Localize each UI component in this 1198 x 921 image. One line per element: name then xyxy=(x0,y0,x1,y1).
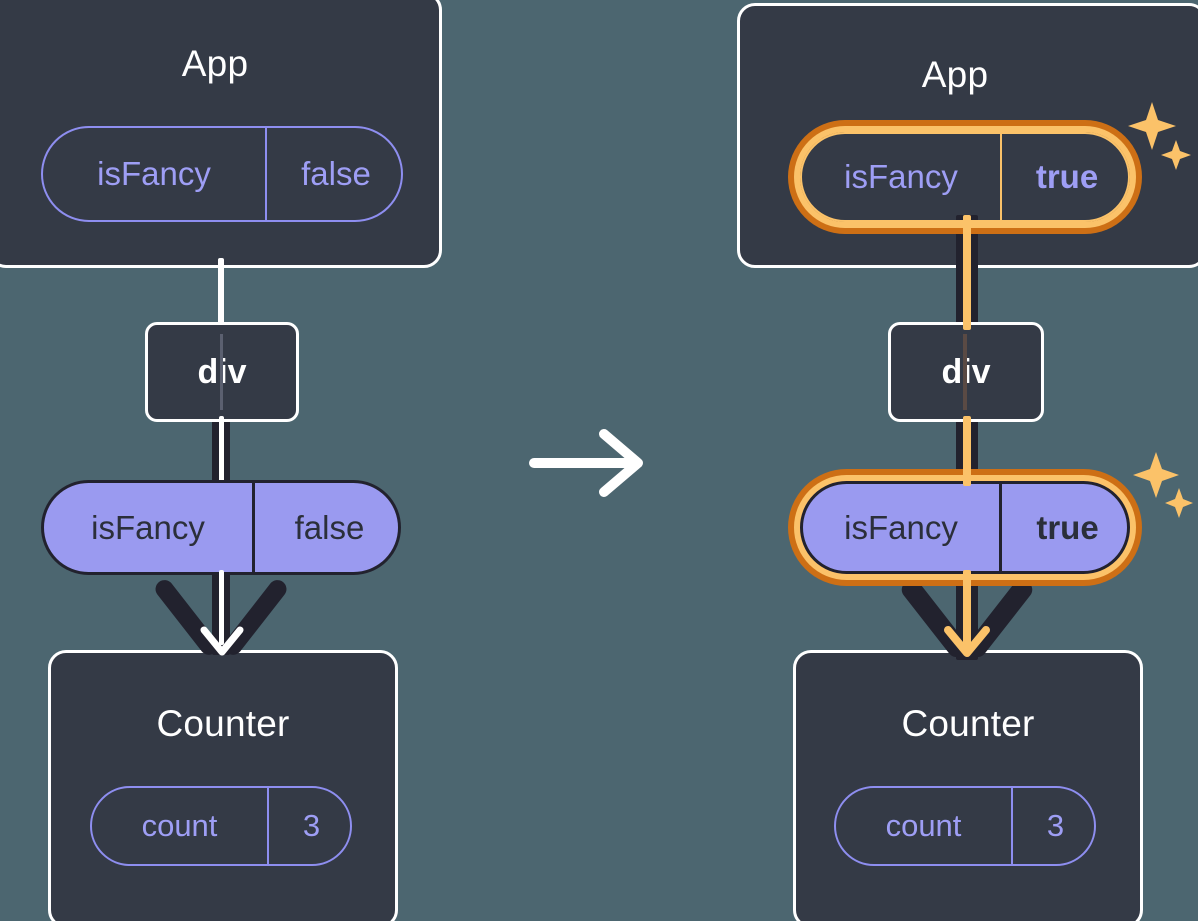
counter-prop-pill-before: count 3 xyxy=(90,786,352,866)
sparkle-icon-rendered-after xyxy=(1133,452,1193,518)
rendered-prop-value-after: true xyxy=(999,484,1133,571)
counter-prop-key-after: count xyxy=(885,808,962,843)
counter-prop-pill-after: count 3 xyxy=(834,786,1096,866)
app-prop-key-before: isFancy xyxy=(97,155,211,192)
rendered-prop-key-after: isFancy xyxy=(844,508,958,546)
connector-div-to-pill-core-after xyxy=(963,416,971,486)
arrowhead-to-counter-after xyxy=(944,626,990,657)
app-prop-value-before: false xyxy=(265,128,405,220)
arrowhead-to-counter-before xyxy=(200,626,244,656)
div-inner-thread-before xyxy=(220,334,223,410)
div-inner-thread-after xyxy=(963,334,967,410)
rendered-prop-pill-before: isFancy false xyxy=(41,480,401,575)
connector-pill-to-counter-core-after xyxy=(963,570,971,648)
counter-prop-value-before: 3 xyxy=(267,788,354,864)
app-prop-key-after: isFancy xyxy=(844,158,958,195)
connector-div-to-pill-core-before xyxy=(219,416,224,486)
connector-pill-to-counter-core-before xyxy=(219,570,224,645)
counter-title-before: Counter xyxy=(156,703,290,744)
rendered-prop-key-before: isFancy xyxy=(91,508,205,546)
app-prop-pill-before: isFancy false xyxy=(41,126,403,222)
connector-app-to-div-before xyxy=(218,258,224,328)
counter-prop-key-before: count xyxy=(141,808,218,843)
rendered-prop-pill-after: isFancy true xyxy=(800,481,1130,574)
counter-prop-value-after: 3 xyxy=(1011,788,1098,864)
counter-title-after: Counter xyxy=(901,703,1035,744)
app-prop-value-after: true xyxy=(1000,134,1132,220)
rendered-prop-value-before: false xyxy=(252,483,404,572)
app-title-before: App xyxy=(181,43,249,84)
app-title-after: App xyxy=(921,54,989,95)
app-prop-pill-after: isFancy true xyxy=(800,132,1130,222)
sparkle-icon-app-after xyxy=(1128,102,1191,170)
arrow-right-icon xyxy=(529,429,643,497)
connector-app-to-div-core-after xyxy=(963,215,971,330)
